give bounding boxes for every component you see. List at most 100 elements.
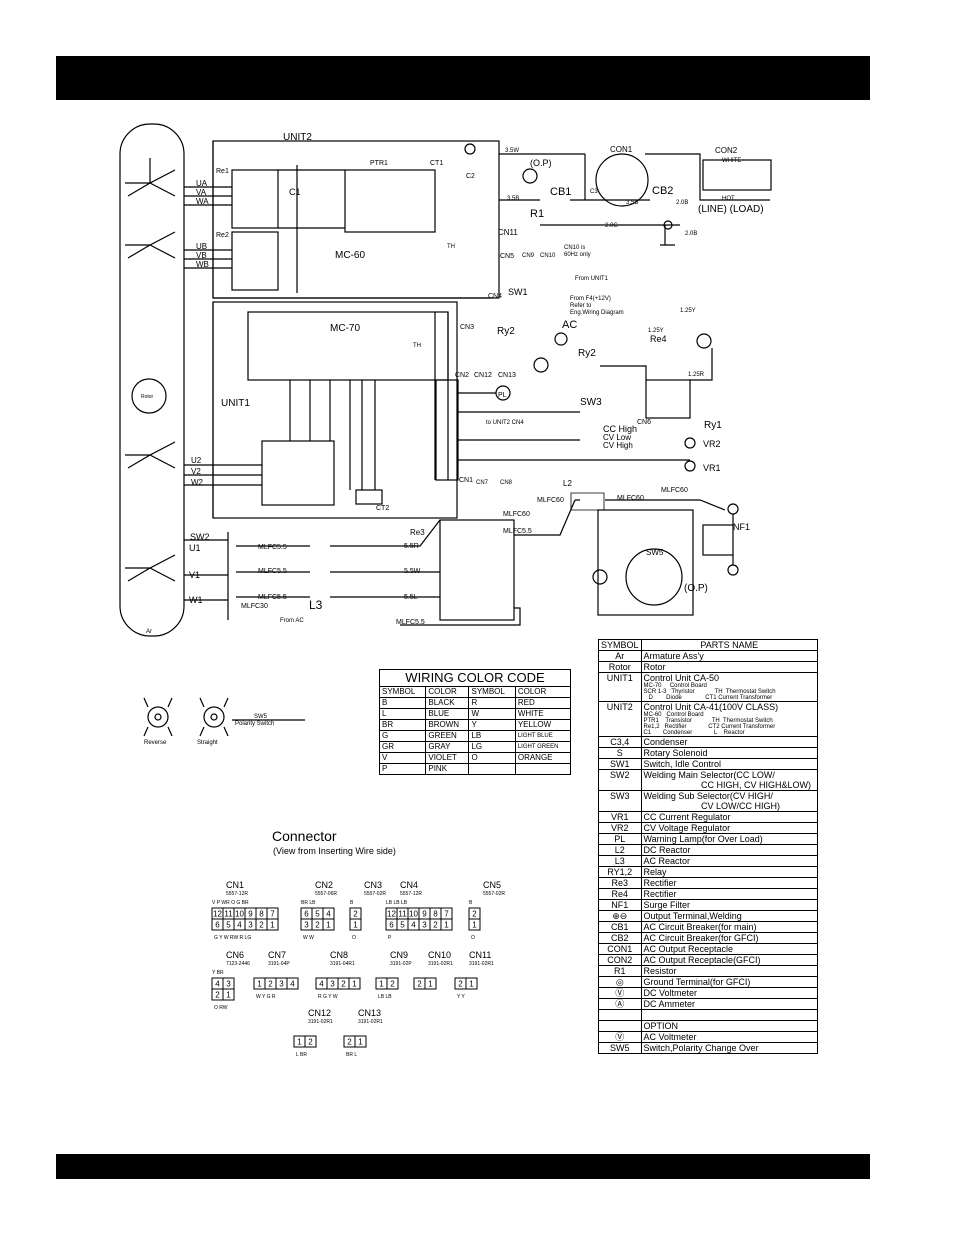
- label-con2: CON2: [715, 146, 738, 155]
- label-c2: C2: [466, 173, 475, 180]
- label-c1: C1: [289, 187, 301, 197]
- parts-symbol: SW3: [598, 790, 642, 812]
- label-straight: Straight: [197, 740, 218, 746]
- label-con1: CON1: [610, 145, 633, 154]
- parts-symbol: L3: [598, 855, 642, 867]
- connector-part: 3191-02R1: [308, 1019, 333, 1025]
- color-cell: GREEN: [425, 730, 470, 742]
- label-polarity-switch: Polarity Switch: [235, 721, 274, 727]
- connector-part: 3191-02R1: [469, 961, 494, 967]
- label-to-unit2: to UNIT2 CN4: [486, 420, 524, 426]
- color-cell: LIGHT BLUE: [514, 730, 572, 742]
- pin-number: 1: [469, 980, 474, 989]
- pin-number: 2: [347, 1038, 352, 1047]
- label-cn9: CN9: [522, 253, 535, 259]
- ac-meter: [554, 332, 568, 346]
- v-meter: [592, 569, 608, 585]
- parts-name: AC Output Receptacle(GFCI): [640, 954, 819, 966]
- label-cn7: CN7: [476, 480, 489, 486]
- pin-number: 3: [226, 980, 231, 989]
- parts-name-text: Switch, Idle Control: [643, 759, 722, 769]
- parts-name-text: Surge Filter: [643, 900, 691, 910]
- pin-number: 4: [215, 980, 220, 989]
- color-cell: W: [468, 708, 516, 720]
- pin-number: 2: [472, 910, 477, 919]
- pin-box: [440, 918, 453, 931]
- pin-number: 3: [330, 980, 335, 989]
- color-cell: GRAY: [425, 741, 470, 753]
- parts-symbol: Ⓐ: [598, 998, 642, 1010]
- connector-part: 3191-04P: [268, 961, 290, 967]
- label-ua: UA: [196, 179, 208, 188]
- ptr1-box: [344, 169, 436, 233]
- label-reverse: Reverse: [144, 740, 167, 746]
- connector-wires-top: B: [350, 900, 354, 906]
- pin-number: 2: [315, 921, 320, 930]
- parts-name-text: Condenser: [643, 737, 688, 747]
- label-th2: TH: [413, 343, 421, 349]
- label-w125y2: 1.25Y: [648, 328, 664, 334]
- pin-box: [468, 918, 481, 931]
- re4-box: [645, 379, 691, 419]
- label-ry2b: Ry2: [578, 348, 596, 359]
- label-w125r: 1.25R: [688, 372, 705, 378]
- from-f4-line2: Refer to: [570, 303, 592, 309]
- pin-number: 5: [226, 921, 231, 930]
- ground-terminal: [663, 220, 673, 230]
- parts-name-text: Control Unit CA-50: [643, 673, 720, 683]
- label-w20b: 2.0B: [676, 200, 688, 206]
- label-cn12: CN12: [474, 372, 492, 379]
- connector-name: CN5: [483, 880, 501, 890]
- color-cell: GR: [378, 741, 427, 753]
- connector-wires-bottom: O RW: [214, 1005, 228, 1011]
- connector-name: CN13: [358, 1008, 381, 1018]
- vr2-pot: [684, 437, 696, 449]
- pin-number: 2: [215, 991, 220, 1000]
- label-cv-low: CV Low: [603, 433, 631, 442]
- label-th1: TH: [447, 244, 455, 250]
- cn1-block: [435, 379, 459, 481]
- parts-row: OPTION: [598, 1020, 819, 1032]
- label-wa: WA: [196, 197, 209, 206]
- color-header-color-2: COLOR: [514, 686, 572, 698]
- connector-part: 5557-02R: [364, 891, 386, 897]
- re3-bridge: [439, 519, 515, 621]
- parts-name-text: CC Current Regulator: [643, 812, 731, 822]
- label-u2: U2: [191, 456, 202, 465]
- parts-name: OPTION: [640, 1020, 819, 1032]
- parts-symbol: CON1: [598, 943, 642, 955]
- label-mlfc30: MLFC30: [241, 603, 268, 610]
- connector-wires-bottom: L BR: [296, 1052, 307, 1058]
- scr-bridge: [261, 440, 335, 506]
- pin-box: [386, 977, 399, 990]
- parts-name-text: AC Reactor: [643, 856, 691, 866]
- connector-name: CN9: [390, 950, 408, 960]
- label-cn4: CN4: [488, 293, 502, 300]
- parts-name: Ground Terminal(for GFCI): [640, 976, 819, 988]
- parts-symbol: Rotor: [598, 661, 642, 673]
- label-sw5: SW5: [646, 548, 664, 557]
- parts-name-text: Welding Main Selector(CC LOW/ CC HIGH, C…: [643, 770, 812, 790]
- label-op2: (O.P): [684, 583, 708, 594]
- connector-wires-bottom: W Y G R: [256, 994, 276, 1000]
- color-cell: O: [468, 752, 516, 764]
- pin-box: [304, 1035, 317, 1048]
- s-solenoid: [696, 333, 712, 349]
- parts-symbol: Re4: [598, 888, 642, 900]
- pin-number: 2: [353, 910, 358, 919]
